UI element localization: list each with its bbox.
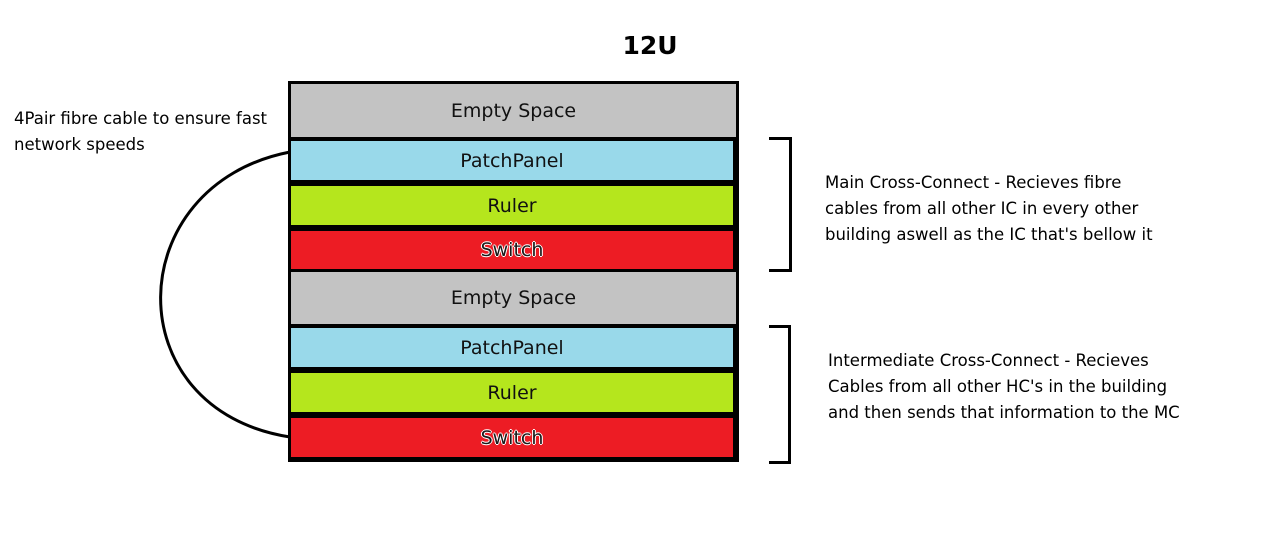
rack-unit-label: Switch [480, 239, 544, 261]
rack-unit-label: Empty Space [450, 99, 577, 122]
cable-note-line: network speeds [14, 135, 145, 154]
note-line: Cables from all other HC's in the buildi… [828, 377, 1168, 396]
rack-unit-patch-panel-top: PatchPanel [291, 141, 733, 180]
rack-unit-label: Ruler [487, 194, 537, 217]
note-line: Intermediate Cross-Connect - Recieves [828, 351, 1149, 370]
server-rack: Empty Space PatchPanel Ruler Switch Empt… [288, 81, 739, 462]
rack-unit-label: Switch [480, 426, 544, 449]
rack-unit-label: PatchPanel [460, 336, 564, 359]
rack-unit-empty-space-top: Empty Space [291, 84, 736, 137]
note-line: Main Cross-Connect - Recieves fibre [825, 173, 1122, 192]
note-line: cables from all other IC in every other [825, 199, 1139, 218]
cable-note-line: 4Pair fibre cable to ensure fast [14, 109, 268, 128]
rack-unit-switch-bottom: Switch [291, 418, 733, 457]
rack-unit-patch-panel-bottom: PatchPanel [291, 328, 733, 367]
rack-unit-ruler-top: Ruler [291, 186, 733, 225]
rack-unit-label: PatchPanel [460, 149, 564, 172]
rack-unit-label: Ruler [487, 381, 537, 404]
rack-unit-ruler-bottom: Ruler [291, 373, 733, 412]
intermediate-cross-connect-bracket [769, 325, 791, 464]
fibre-cable-curve [159, 150, 291, 439]
main-cross-connect-note: Main Cross-Connect - Recieves fibre cabl… [825, 170, 1153, 248]
rack-unit-label: Empty Space [450, 287, 577, 309]
intermediate-cross-connect-note: Intermediate Cross-Connect - Recieves Ca… [828, 348, 1180, 426]
rack-unit-empty-space-middle: Empty Space [291, 272, 736, 324]
note-line: building aswell as the IC that's bellow … [825, 225, 1153, 244]
main-cross-connect-bracket [769, 137, 792, 272]
rack-unit-switch-top: Switch [291, 231, 733, 269]
cable-note: 4Pair fibre cable to ensure fast network… [14, 106, 267, 158]
note-line: and then sends that information to the M… [828, 403, 1180, 422]
rack-size-title: 12U [622, 31, 678, 60]
